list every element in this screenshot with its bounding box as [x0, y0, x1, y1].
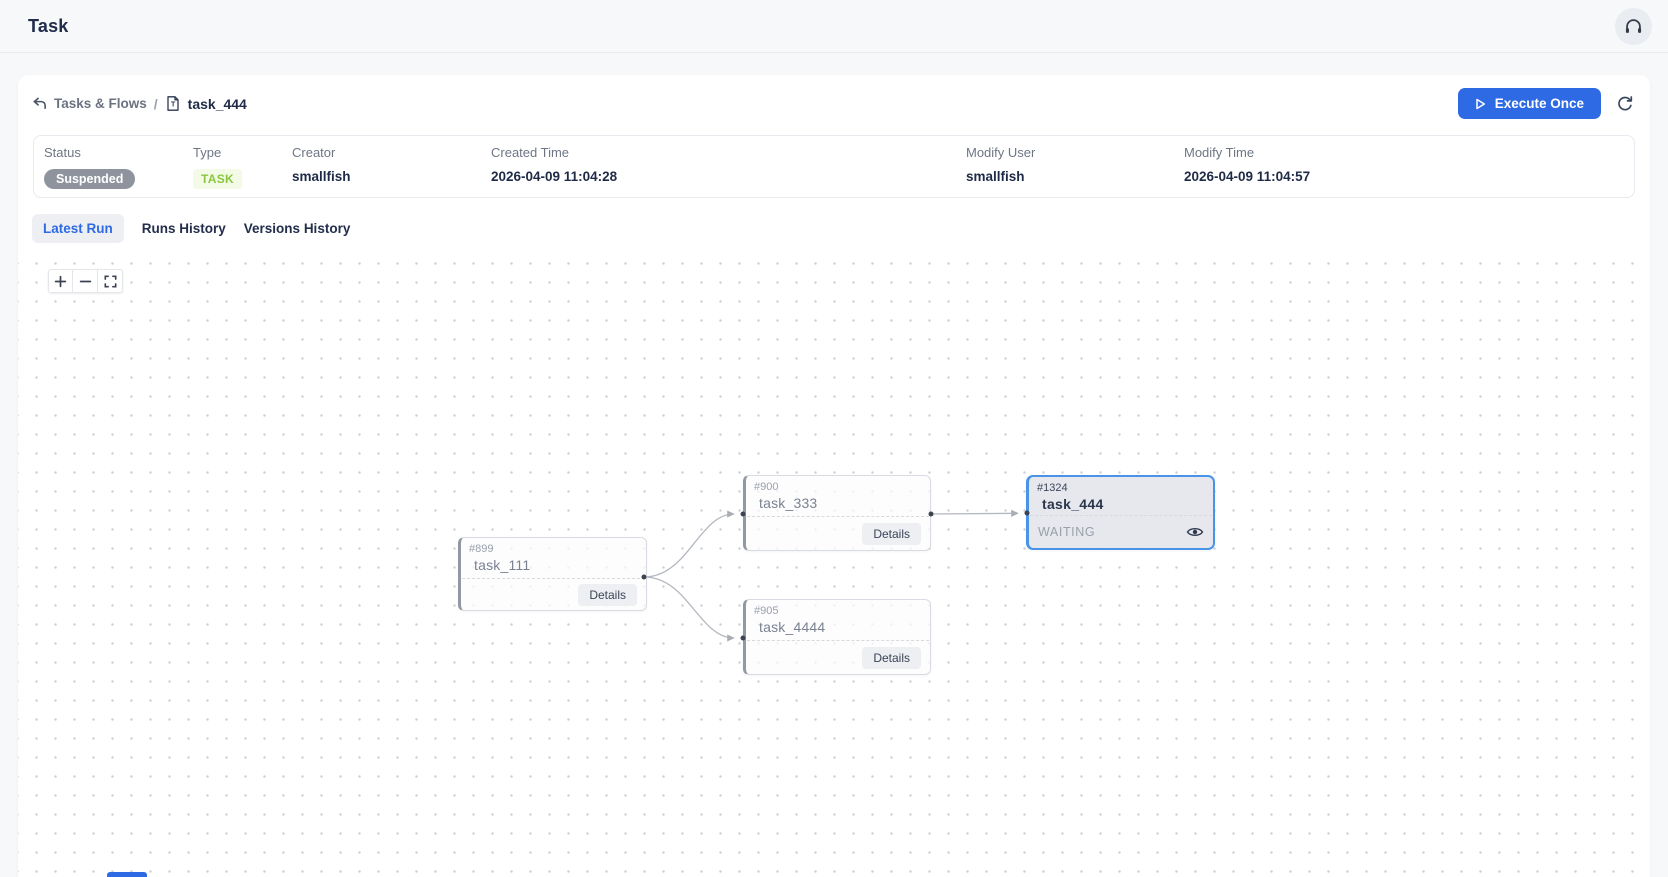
- type-label: Type: [193, 145, 222, 160]
- app-header: Task: [0, 0, 1668, 53]
- refresh-button[interactable]: [1616, 95, 1634, 113]
- task-info-bar: Status Suspended Type TASK Creator small…: [33, 135, 1635, 198]
- undo-arrow-icon: [32, 96, 47, 111]
- task-file-icon: T: [165, 95, 181, 112]
- plus-icon: [54, 275, 67, 288]
- node-footer: Details: [746, 641, 930, 674]
- breadcrumb-parent[interactable]: Tasks & Flows: [54, 96, 147, 111]
- node-run-id: #899: [469, 543, 494, 555]
- node-divider: [462, 578, 645, 579]
- details-button[interactable]: Details: [578, 583, 637, 606]
- created-time-value: 2026-04-09 11:04:28: [491, 169, 618, 184]
- execute-once-label: Execute Once: [1494, 96, 1584, 111]
- node-task-name: task_444: [1042, 496, 1104, 512]
- node-header: #900 task_333: [746, 476, 930, 516]
- target-handle-task_333[interactable]: [740, 511, 746, 517]
- tab-runs-history[interactable]: Runs History: [141, 221, 226, 236]
- flow-node-task_444[interactable]: #1324 task_444 WAITING: [1026, 475, 1215, 550]
- run-tabs: Latest Run Runs History Versions History: [32, 214, 1635, 243]
- breadcrumb-current: task_444: [187, 95, 247, 112]
- info-field-status: Status Suspended: [44, 145, 136, 189]
- node-task-name: task_4444: [759, 619, 826, 635]
- back-button[interactable]: [32, 96, 47, 111]
- source-handle-task_333[interactable]: [928, 511, 934, 517]
- node-run-id: #900: [754, 481, 779, 493]
- task-detail-card: Tasks & Flows / T task_444 Execute Once: [18, 75, 1650, 877]
- modify-time-value: 2026-04-09 11:04:57: [1184, 169, 1311, 184]
- refresh-icon: [1616, 95, 1634, 113]
- creator-label: Creator: [292, 145, 336, 160]
- modify-user-label: Modify User: [966, 145, 1036, 160]
- breadcrumb-separator: /: [153, 95, 158, 112]
- fit-view-button[interactable]: [98, 269, 123, 293]
- fit-view-icon: [103, 274, 117, 288]
- tab-versions-history[interactable]: Versions History: [243, 221, 351, 236]
- toolbar-actions: Execute Once: [1457, 88, 1634, 119]
- horizontal-scrollbar-thumb[interactable]: [107, 872, 147, 877]
- details-button[interactable]: Details: [862, 646, 921, 669]
- support-button[interactable]: [1615, 7, 1652, 45]
- headphones-icon: [1624, 17, 1643, 36]
- minus-icon: [79, 275, 92, 288]
- node-divider: [1030, 515, 1212, 516]
- node-task-name: task_111: [474, 557, 531, 573]
- details-button[interactable]: Details: [862, 522, 921, 545]
- target-handle-task_4444[interactable]: [740, 635, 746, 641]
- node-run-id: #1324: [1037, 482, 1068, 494]
- card-toolbar: Tasks & Flows / T task_444 Execute Once: [18, 75, 1650, 127]
- flow-edges: [643, 509, 1019, 642]
- creator-value: smallfish: [292, 169, 351, 184]
- node-header: #1324 task_444: [1029, 477, 1213, 515]
- breadcrumb: Tasks & Flows / T task_444: [32, 95, 247, 112]
- modify-time-label: Modify Time: [1184, 145, 1255, 160]
- node-divider: [747, 640, 929, 641]
- zoom-in-button[interactable]: [48, 269, 73, 293]
- page-title: Task: [28, 15, 69, 36]
- type-badge: TASK: [193, 169, 242, 189]
- info-field-created-time: Created Time 2026-04-09 11:04:28: [491, 145, 617, 186]
- node-footer: Details: [746, 517, 930, 550]
- flow-node-task_111[interactable]: #899 task_111 Details: [458, 537, 647, 611]
- view-run-button[interactable]: [1186, 525, 1204, 539]
- status-badge: Suspended: [44, 169, 136, 189]
- info-field-type: Type TASK: [193, 145, 242, 189]
- node-header: #905 task_4444: [746, 600, 930, 640]
- flow-node-task_333[interactable]: #900 task_333 Details: [743, 475, 931, 551]
- zoom-out-button[interactable]: [73, 269, 98, 293]
- node-header: #899 task_111: [461, 538, 646, 578]
- info-field-creator: Creator smallfish: [292, 145, 351, 186]
- canvas-zoom-toolbar: [48, 269, 123, 293]
- node-run-id: #905: [754, 605, 779, 617]
- node-status: WAITING: [1038, 525, 1096, 539]
- status-label: Status: [44, 145, 81, 160]
- node-task-name: task_333: [759, 495, 818, 511]
- created-time-label: Created Time: [491, 145, 570, 160]
- target-handle-task_444[interactable]: [1024, 510, 1030, 516]
- node-divider: [747, 516, 929, 517]
- play-icon: [1475, 98, 1486, 110]
- source-handle-task_111[interactable]: [641, 574, 647, 580]
- execute-once-button[interactable]: Execute Once: [1457, 88, 1601, 119]
- eye-icon: [1186, 525, 1204, 539]
- flow-canvas[interactable]: #899 task_111 Details #900 task_333 Deta…: [18, 248, 1650, 877]
- tab-latest-run[interactable]: Latest Run: [32, 214, 124, 243]
- modify-user-value: smallfish: [966, 169, 1025, 184]
- node-footer: Details: [461, 579, 646, 610]
- node-footer: WAITING: [1029, 516, 1213, 548]
- svg-text:T: T: [171, 102, 176, 109]
- flow-node-task_4444[interactable]: #905 task_4444 Details: [743, 599, 931, 675]
- info-field-modify-time: Modify Time 2026-04-09 11:04:57: [1184, 145, 1310, 186]
- info-field-modify-user: Modify User smallfish: [966, 145, 1035, 186]
